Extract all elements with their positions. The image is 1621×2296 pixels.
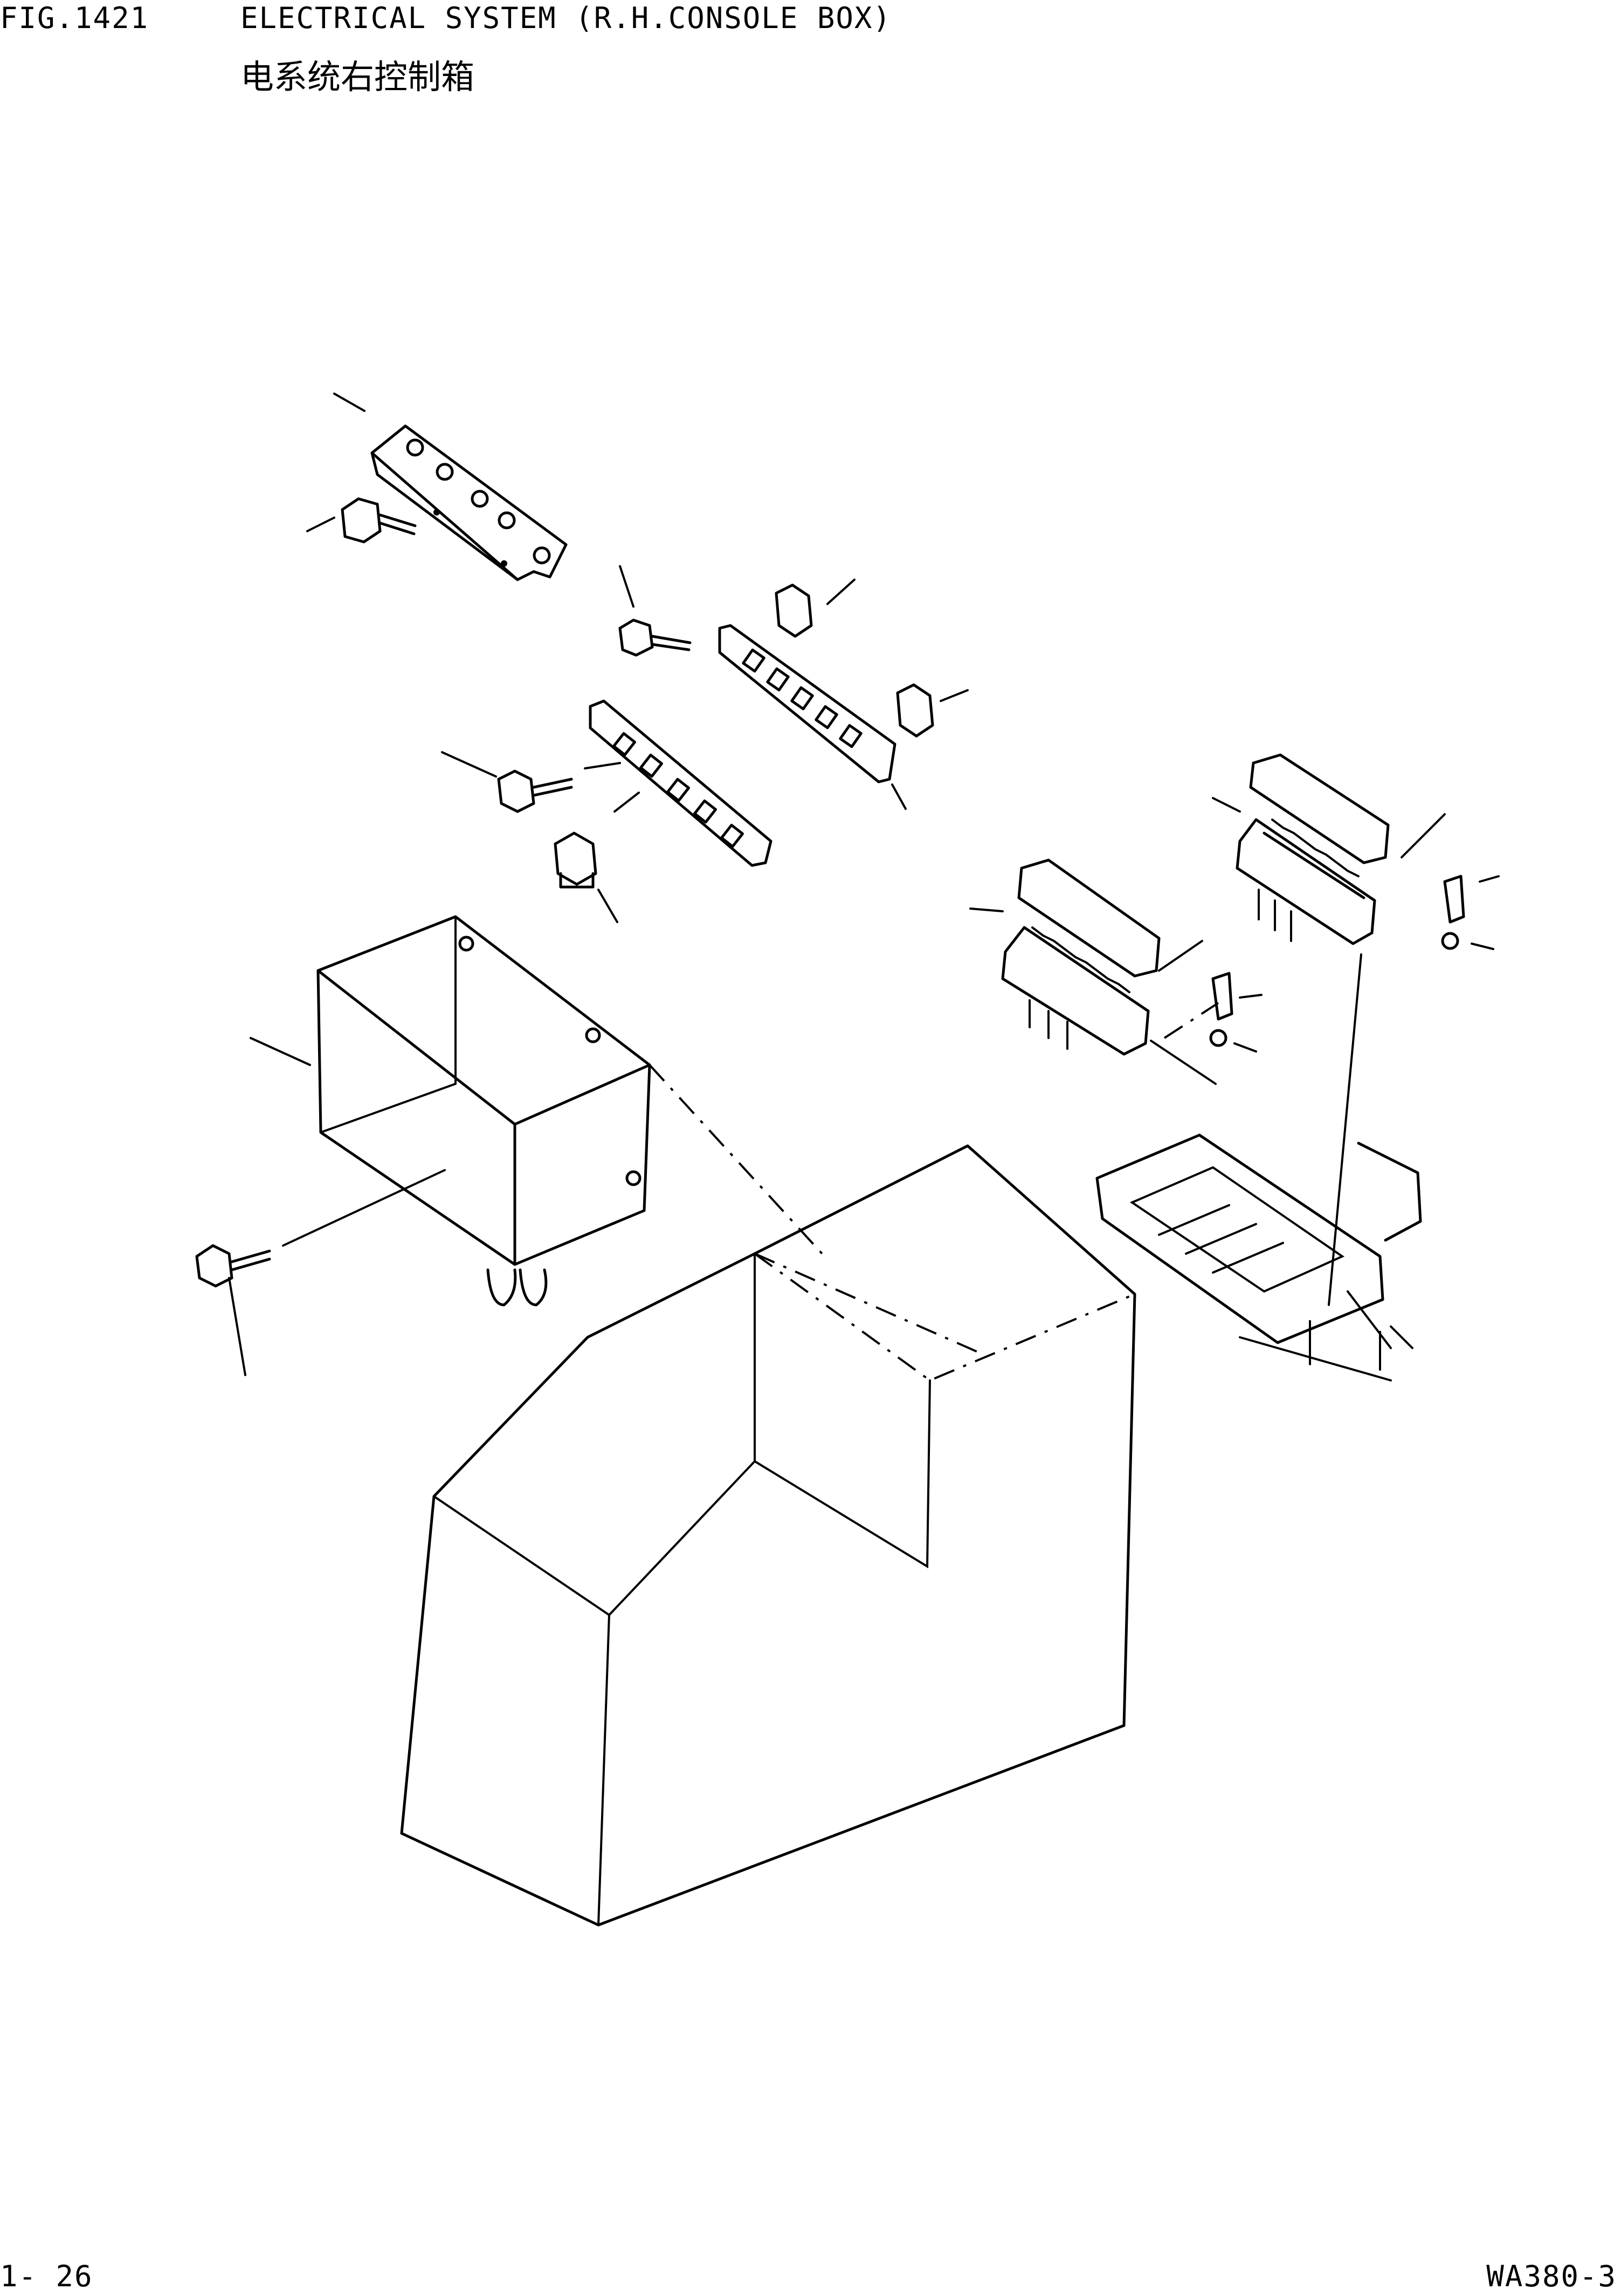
relay-bracket-top xyxy=(333,393,568,581)
title-english: ELECTRICAL SYSTEM (R.H.CONSOLE BOX) xyxy=(240,1,892,35)
relay-bracket-lower xyxy=(584,699,772,867)
model-number: WA380-3 xyxy=(1486,2259,1617,2293)
console-housing xyxy=(400,1144,1136,1927)
bolt-3 xyxy=(441,751,573,813)
relay-small-2 xyxy=(896,683,969,738)
relay-small-1 xyxy=(775,579,856,638)
page-number: 1- 26 xyxy=(0,2259,93,2293)
bolt-1 xyxy=(306,497,417,544)
bolt-2 xyxy=(618,565,692,657)
terminal-block-right xyxy=(1212,753,1500,950)
bolt-4 xyxy=(195,1169,446,1376)
mounting-bracket xyxy=(1095,953,1422,1381)
relay-large xyxy=(554,831,618,923)
terminal-block-left xyxy=(969,858,1263,1085)
fuse-box-cover xyxy=(250,915,651,1307)
figure-number: FIG.1421 xyxy=(0,1,149,35)
relay-bracket-middle xyxy=(718,624,907,810)
title-chinese: 电系统右控制箱 xyxy=(240,57,475,97)
